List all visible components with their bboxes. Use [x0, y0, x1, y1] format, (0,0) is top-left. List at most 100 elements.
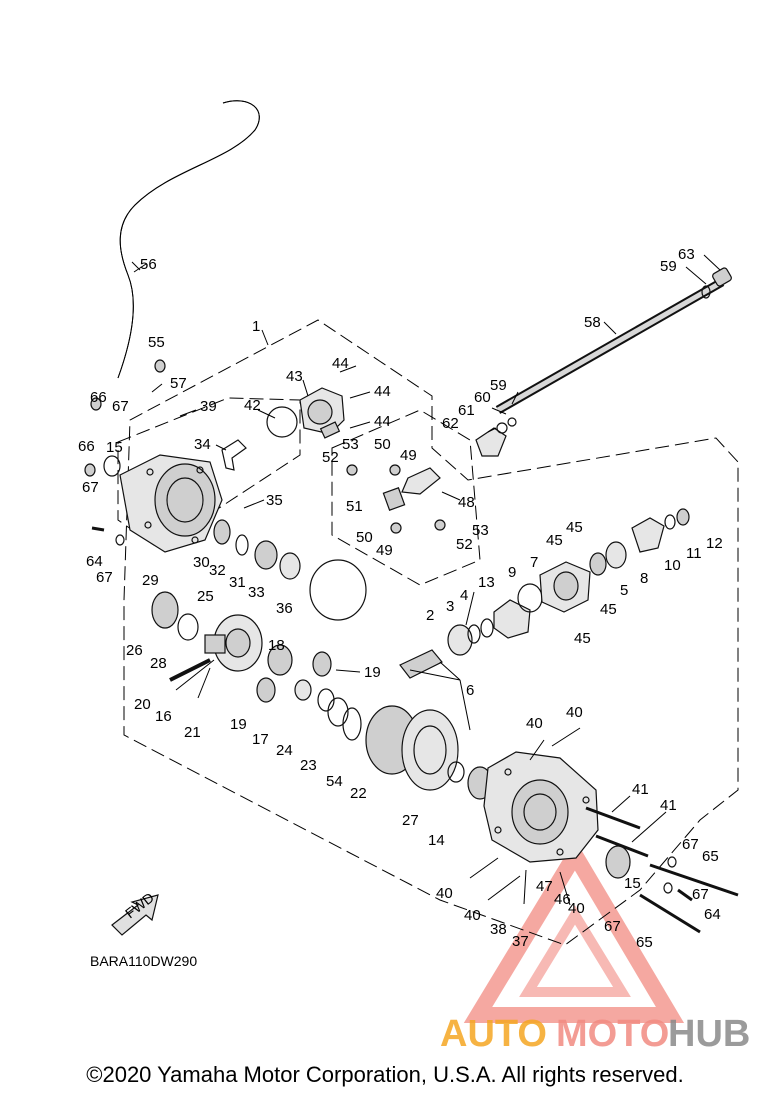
- o-ring-9: [517, 583, 543, 613]
- callout-59-a: 59: [660, 258, 677, 275]
- shim-54: [342, 707, 362, 741]
- driveshaft-yoke-group-outline: [331, 409, 481, 586]
- callout-40-d: 40: [464, 907, 481, 924]
- watermark-moto: MOTO: [556, 1013, 669, 1055]
- callout-39: 39: [200, 398, 217, 415]
- bolt-64-right: [677, 888, 693, 902]
- callout-67-d: 67: [682, 836, 699, 853]
- callout-43: 43: [286, 368, 303, 385]
- callout-7: 7: [530, 554, 538, 571]
- pinion-gear-6: [399, 649, 443, 679]
- bolt-65-lower: [639, 893, 701, 934]
- breather-hose: [117, 100, 260, 379]
- callout-5: 5: [620, 582, 628, 599]
- bearing-8: [605, 541, 627, 569]
- spring-20: [169, 658, 211, 682]
- watermark-hub: HUB: [668, 1013, 750, 1055]
- washer-67-right-lower: [663, 882, 673, 894]
- callout-45-c: 45: [600, 601, 617, 618]
- callout-41-b: 41: [660, 797, 677, 814]
- shim-23: [327, 697, 349, 727]
- callout-67-b: 67: [82, 479, 99, 496]
- callout-47: 47: [536, 878, 553, 895]
- universal-joint: [346, 464, 446, 534]
- cover-13: [493, 599, 531, 639]
- callout-13: 13: [478, 574, 495, 591]
- yoke-10: [631, 517, 665, 553]
- callout-50-b: 50: [356, 529, 373, 546]
- callout-45-a: 45: [566, 519, 583, 536]
- callout-58: 58: [584, 314, 601, 331]
- ring-11: [664, 514, 676, 530]
- nut-66-upper: [90, 397, 102, 411]
- callout-15-left: 15: [106, 439, 123, 456]
- callout-66-upper: 66: [90, 389, 107, 406]
- callout-67-c: 67: [96, 569, 113, 586]
- callout-11: 11: [686, 545, 702, 562]
- o-ring-28: [177, 613, 199, 641]
- callout-55: 55: [148, 334, 165, 351]
- callout-65-b: 65: [636, 934, 653, 951]
- callout-60: 60: [474, 389, 491, 406]
- callout-35: 35: [266, 492, 283, 509]
- o-ring-42: [266, 406, 298, 438]
- callout-33: 33: [248, 584, 265, 601]
- callout-52-b: 52: [456, 536, 473, 553]
- callout-41-a: 41: [632, 781, 649, 798]
- assembly-outline: [123, 319, 739, 946]
- callout-19-left: 19: [230, 716, 247, 733]
- callout-62: 62: [442, 415, 459, 432]
- callout-45-b: 45: [546, 532, 563, 549]
- ring-gear: [365, 705, 459, 791]
- callouts: 1 2 3 4 5 6 7 8 9 10 11 12 13 14 15 15 1…: [78, 246, 723, 951]
- callout-3: 3: [446, 598, 454, 615]
- seal-15-left: [103, 455, 121, 477]
- callout-2: 2: [426, 607, 434, 624]
- breather-hose-inner: [117, 100, 260, 379]
- callout-30: 30: [193, 554, 210, 571]
- callout-28: 28: [150, 655, 167, 672]
- diagram-code: BARA110DW290: [90, 953, 197, 969]
- callout-27: 27: [402, 812, 419, 829]
- callout-40-a: 40: [526, 715, 543, 732]
- callout-44-a: 44: [332, 355, 349, 372]
- callout-4: 4: [460, 587, 468, 604]
- rear-gear-housing: [483, 751, 599, 863]
- callout-67-f: 67: [604, 918, 621, 935]
- bolt-64-left: [91, 526, 105, 532]
- callout-34: 34: [194, 436, 211, 453]
- o-ring-27: [447, 761, 465, 783]
- callout-51: 51: [346, 498, 363, 515]
- callout-54: 54: [326, 773, 343, 790]
- callout-44-b: 44: [374, 383, 391, 400]
- gear-19-right: [312, 651, 332, 677]
- callout-20: 20: [134, 696, 151, 713]
- callout-59-b: 59: [490, 377, 507, 394]
- gear-18: [267, 644, 293, 676]
- callout-31: 31: [229, 574, 246, 591]
- callout-38: 38: [490, 921, 507, 938]
- clamp-55: [154, 359, 166, 373]
- callout-8: 8: [640, 570, 648, 587]
- callout-25: 25: [197, 588, 214, 605]
- callout-16: 16: [155, 708, 172, 725]
- callout-48: 48: [458, 494, 475, 511]
- bolt-41-upper: [585, 806, 641, 830]
- callout-22: 22: [350, 785, 367, 802]
- callout-6: 6: [466, 682, 474, 699]
- callout-53-a: 53: [342, 436, 359, 453]
- callout-49-a: 49: [400, 447, 417, 464]
- seal-30: [213, 519, 231, 545]
- seal-15-right: [605, 845, 631, 879]
- nut-12: [676, 508, 690, 526]
- bearing-31: [254, 540, 278, 570]
- callout-64-left: 64: [86, 553, 103, 570]
- callout-45-d: 45: [574, 630, 591, 647]
- washer-67-right: [667, 856, 677, 868]
- callout-44-c: 44: [374, 413, 391, 430]
- callout-23: 23: [300, 757, 317, 774]
- washer-24: [317, 688, 335, 712]
- leader-lines: [133, 254, 721, 906]
- gear-case-7: [539, 561, 591, 613]
- callout-40-e: 40: [568, 900, 585, 917]
